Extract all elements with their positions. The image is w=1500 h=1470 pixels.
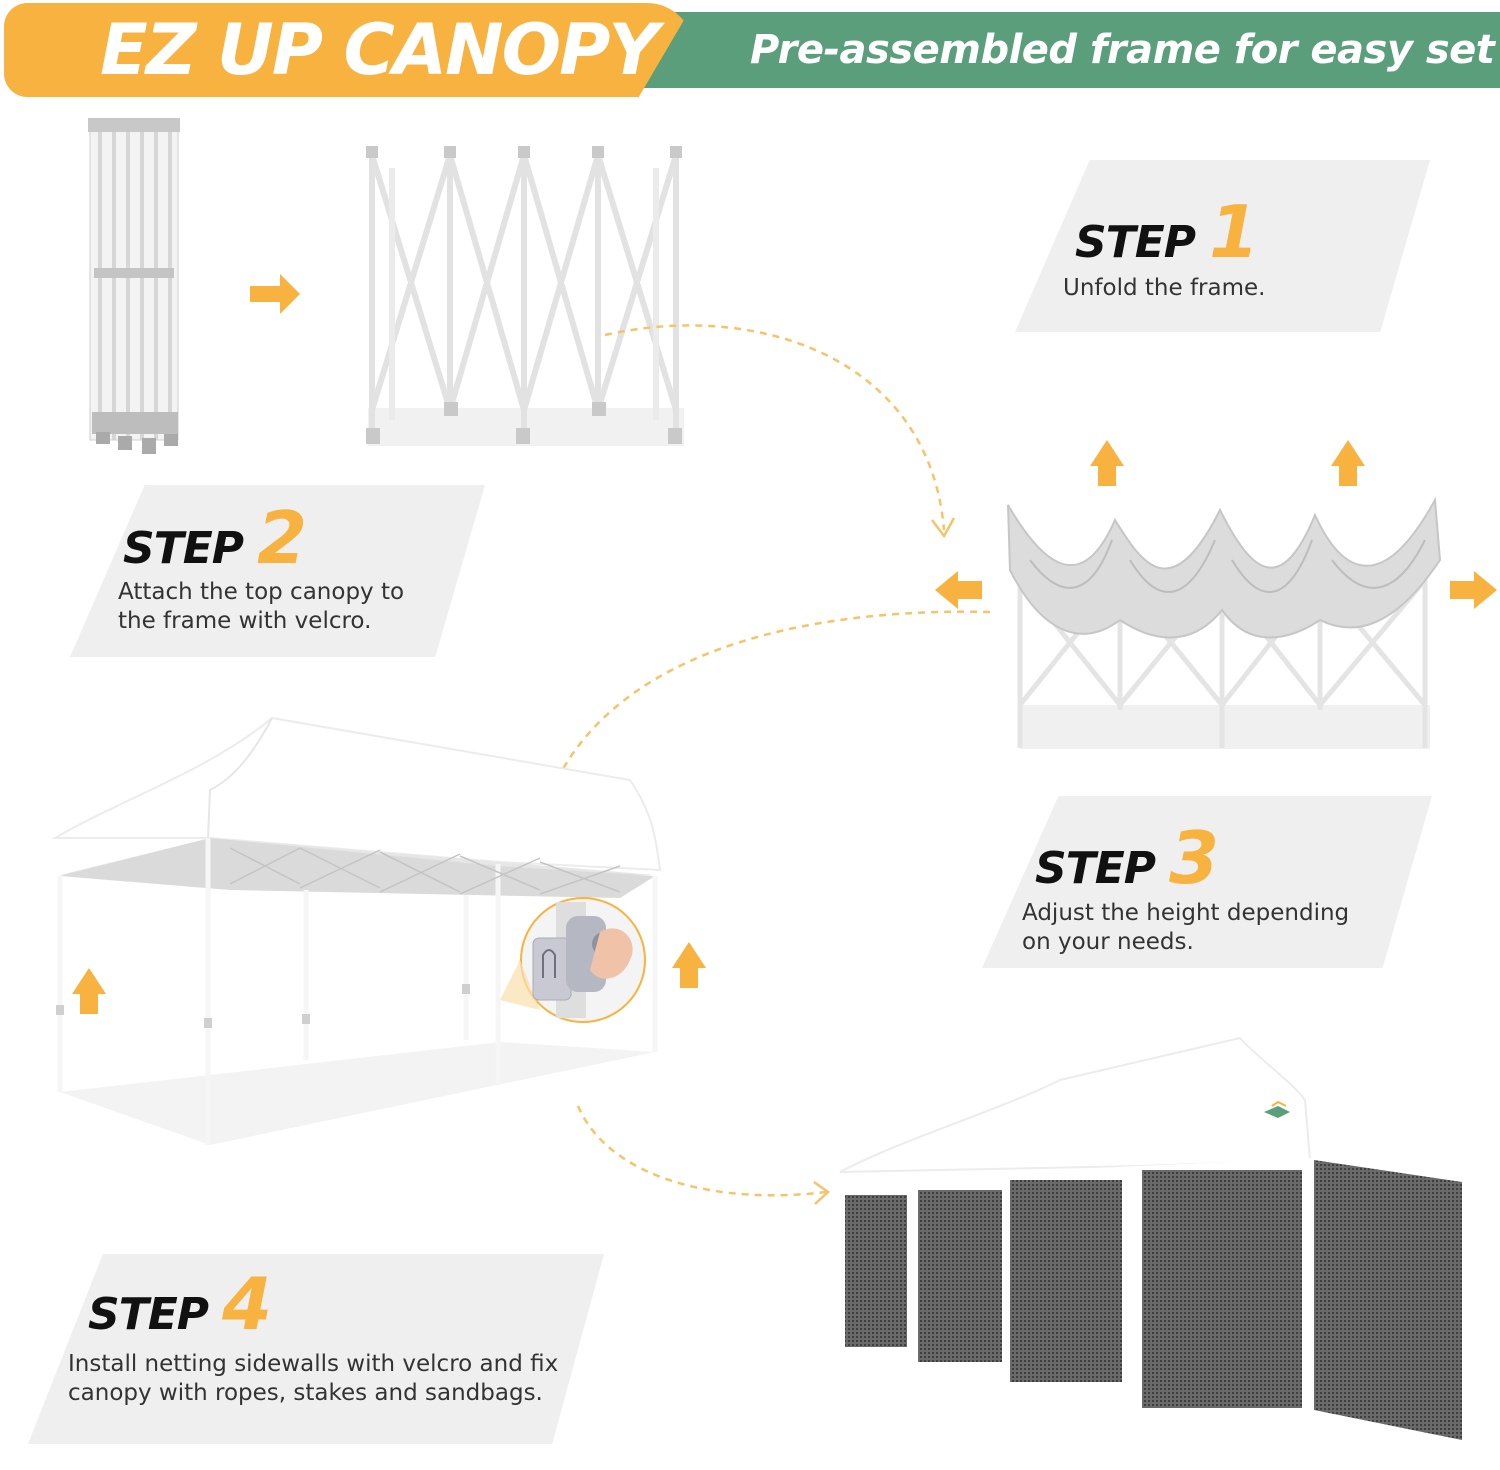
step-3-word: STEP — [1035, 843, 1156, 894]
dashed-curve-arrow — [576, 1105, 827, 1197]
folded-frame-image — [88, 118, 180, 454]
step-3-description: Adjust the height depending on your need… — [1022, 899, 1349, 957]
mesh-canopy-image — [839, 1036, 1465, 1470]
arrow-up-icon — [1090, 440, 1124, 486]
step-1-word: STEP — [1075, 217, 1196, 268]
unfolded-frame-image — [366, 146, 684, 446]
step-3-number: 3 — [1169, 816, 1220, 900]
step-2-desc-line: the frame with velcro. — [118, 608, 372, 634]
step-1-description: Unfold the frame. — [1063, 274, 1265, 303]
step-3-desc-line: on your needs. — [1022, 929, 1194, 955]
arrow-right-icon — [1450, 571, 1497, 609]
dashed-curve-arrow — [604, 324, 946, 531]
mesh-sidewall — [1142, 1170, 1302, 1408]
mesh-sidewall — [1314, 1160, 1462, 1440]
step-2-desc-line: Attach the top canopy to — [118, 579, 405, 605]
step-1-panel — [1015, 160, 1430, 332]
step-2-word: STEP — [123, 523, 244, 574]
arrow-up-icon — [72, 968, 106, 1014]
step-3-panel — [982, 796, 1432, 968]
step-4-desc-line: Install netting sidewalls with velcro an… — [68, 1351, 559, 1377]
erected-canopy-image — [51, 716, 662, 1145]
step-2-panel — [70, 485, 485, 657]
arrow-left-icon — [935, 571, 982, 609]
step-4-heading: STEP 4 — [88, 1262, 272, 1346]
dashed-curve-arrow — [550, 610, 991, 791]
arrow-up-icon — [1331, 440, 1365, 486]
canopy-fabric-image — [1007, 496, 1442, 749]
step-1-desc-line: Unfold the frame. — [1063, 275, 1266, 301]
step-1-heading: STEP 1 — [1075, 190, 1259, 274]
mesh-sidewall — [1010, 1180, 1122, 1382]
step-4-desc-line: canopy with ropes, stakes and sandbags. — [68, 1380, 543, 1406]
header-subtitle: Pre-assembled frame for easy set up — [750, 27, 1500, 73]
step-3-heading: STEP 3 — [1035, 816, 1219, 900]
step-2-number: 2 — [257, 496, 308, 580]
header-title: EZ UP CANOPY — [100, 9, 659, 91]
step-4-description: Install netting sidewalls with velcro an… — [68, 1350, 558, 1408]
arrow-up-icon — [672, 942, 706, 988]
header-orange-banner — [4, 3, 694, 97]
step-1-number: 1 — [1209, 190, 1260, 274]
arrow-right-icon — [250, 274, 300, 314]
step-2-description: Attach the top canopy to the frame with … — [118, 578, 404, 636]
header-green-banner — [640, 12, 1500, 88]
step-4-panel — [28, 1254, 604, 1444]
step-3-desc-line: Adjust the height depending — [1022, 900, 1350, 926]
mesh-sidewall — [845, 1195, 907, 1347]
step-4-number: 4 — [222, 1262, 273, 1346]
mesh-sidewall — [918, 1190, 1002, 1362]
step-2-heading: STEP 2 — [123, 496, 307, 580]
step-4-word: STEP — [88, 1289, 209, 1340]
